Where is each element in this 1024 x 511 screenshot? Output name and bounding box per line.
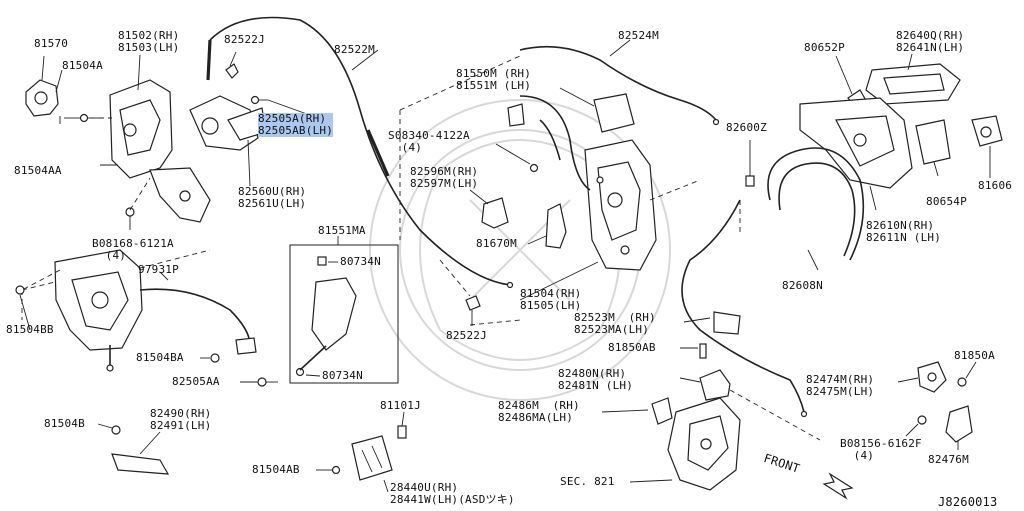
bracket-82490 [111, 425, 170, 475]
label-82522J-top: 82522J [224, 33, 265, 46]
label-82560U: 82560U(RH) 82561U(LH) [238, 185, 307, 210]
screw-81504BB [15, 285, 25, 295]
label-82524M: 82524M [618, 29, 659, 42]
label-28440U: 28440U(RH) 28441W(LH)(ASDツキ) [390, 481, 515, 506]
screw-82505A [250, 95, 268, 105]
handle-base-82610N [799, 97, 913, 189]
label-82474M: 82474M(RH) 82475M(LH) [806, 373, 875, 398]
striker-82480N [699, 369, 731, 401]
label-81504AB: 81504AB [252, 463, 300, 476]
diagram-code: J8260013 [938, 495, 998, 509]
label-81504-rh: 81504(RH) 81505(LH) [520, 287, 582, 312]
screw-08340 [529, 163, 539, 173]
clip-81101J [397, 425, 407, 439]
label-97931P: 97931P [138, 263, 179, 276]
rod-82608N [767, 147, 865, 261]
label-08156: B08156-6162F (4) [840, 437, 922, 462]
label-82505A-highlighted: 82505A(RH) 82505AB(LH) [258, 112, 334, 137]
latch-bracket-81570 [25, 79, 59, 117]
label-82522J-mid: 82522J [446, 329, 487, 342]
door-lock-actuator-81502 [109, 54, 211, 223]
label-82523M: 82523M (RH) 82523MA(LH) [574, 311, 656, 336]
sec821-bracket [667, 397, 741, 491]
label-81504BA: 81504BA [136, 351, 184, 364]
label-81570: 81570 [34, 37, 69, 50]
screw-82505AA [257, 377, 278, 387]
clip-82522J-top [225, 63, 239, 79]
lock-knob-82596M [481, 197, 509, 229]
label-82480N: 82480N(RH) 82481N (LH) [558, 367, 634, 392]
label-08168: B08168-6121A (4) [92, 237, 174, 262]
label-82476M: 82476M [928, 453, 969, 466]
label-82640Q: 82640Q(RH) 82641N(LH) [896, 29, 965, 54]
label-82600Z: 82600Z [726, 121, 767, 134]
label-82505AA: 82505AA [172, 375, 220, 388]
label-81850A: 81850A [954, 349, 995, 362]
label-82490: 82490(RH) 82491(LH) [150, 407, 212, 432]
bolt-81850AB [699, 343, 707, 359]
label-sec-821: SEC. 821 [560, 475, 615, 488]
door-latch-assembly-97931P [54, 249, 257, 372]
knob-cover-81670M [545, 203, 567, 249]
cable-82523M [681, 199, 808, 418]
label-08340: S08340-4122A (4) [388, 129, 470, 154]
outside-handle-cable-82524M [519, 45, 720, 126]
label-80734N-a: 80734N [340, 255, 381, 268]
label-82608N: 82608N [782, 279, 823, 292]
label-82486M: 82486M (RH) 82486MA(LH) [498, 399, 580, 424]
lock-motor-82560U [189, 95, 267, 151]
bolt-08156 [917, 415, 927, 425]
gasket-80654P [915, 119, 951, 165]
clip-81504BA [210, 353, 220, 363]
label-81502: 81502(RH) 81503(LH) [118, 29, 180, 54]
screw-81504AB [331, 465, 341, 475]
bracket-82474M [917, 361, 947, 393]
plate-82476M [945, 405, 973, 443]
key-cylinder-81606 [971, 115, 1003, 147]
label-81101J: 81101J [380, 399, 421, 412]
label-81850AB: 81850AB [608, 341, 656, 354]
label-81504B: 81504B [44, 417, 85, 430]
label-82596M: 82596M(RH) 82597M(LH) [410, 165, 479, 190]
control-module-28440U [351, 435, 393, 481]
label-80654P: 80654P [926, 195, 967, 208]
label-82610N: 82610N(RH) 82611N (LH) [866, 219, 942, 244]
label-80734N-b: 80734N [322, 369, 363, 382]
label-81670M: 81670M [476, 237, 517, 250]
label-81504BB: 81504BB [6, 323, 54, 336]
inset-box-81551MA [289, 244, 399, 384]
clip-82600Z [745, 175, 755, 187]
clip-82522J-mid [465, 295, 481, 311]
outside-handle-82640Q [865, 63, 961, 105]
label-81551MA: 81551MA [318, 224, 366, 237]
lock-82486M [651, 397, 673, 425]
label-81504A: 81504A [62, 59, 103, 72]
label-82522M: 82522M [334, 43, 375, 56]
label-81550M: 81550M (RH) 81551M (LH) [456, 67, 532, 92]
rod-cable-82522M [206, 16, 514, 289]
front-arrow [822, 472, 854, 500]
inside-handle-cable-81550M [507, 93, 635, 191]
bolt-08168 [125, 207, 135, 230]
label-80652P: 80652P [804, 41, 845, 54]
label-81504AA: 81504AA [14, 164, 62, 177]
bolt-81850A [957, 377, 967, 387]
label-81606: 81606 [978, 179, 1013, 192]
door-lock-81504 [584, 139, 657, 271]
